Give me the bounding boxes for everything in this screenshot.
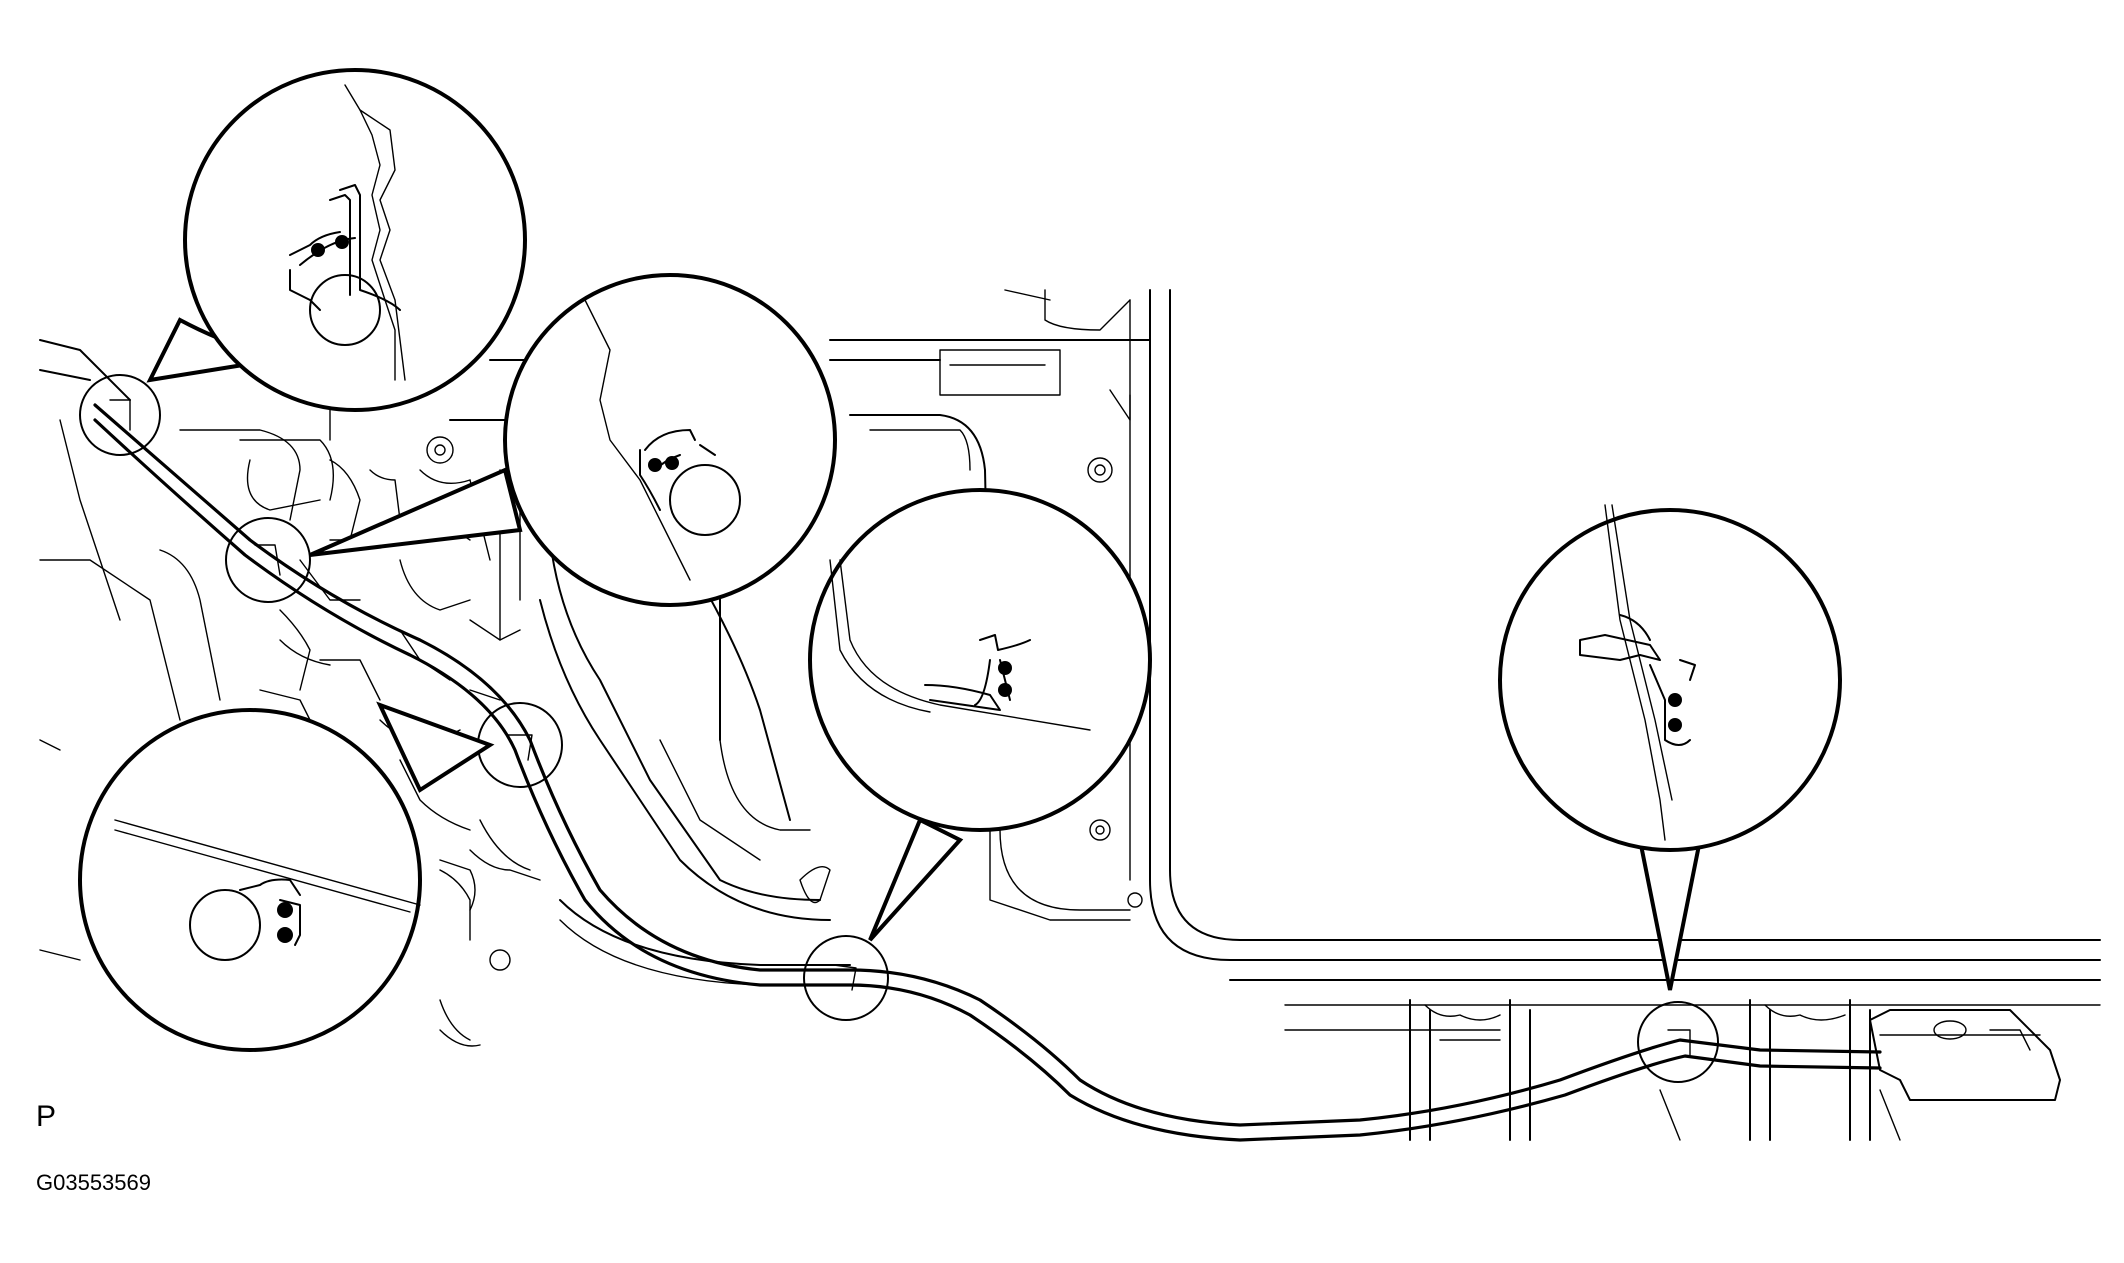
vehicle-body-structure xyxy=(39,289,2101,1141)
figure-code: G03553569 xyxy=(36,1170,151,1195)
clamp-detail-5 xyxy=(1498,504,1842,991)
clamp-detail-3 xyxy=(78,701,495,1052)
clamp-detail-2 xyxy=(309,273,837,607)
clamp-location-markers xyxy=(79,374,1719,1083)
fuel-line xyxy=(93,403,1882,1142)
view-label: P xyxy=(36,1100,57,1133)
clamp-detail-4 xyxy=(808,488,1152,942)
clamp-detail-1 xyxy=(146,68,527,412)
